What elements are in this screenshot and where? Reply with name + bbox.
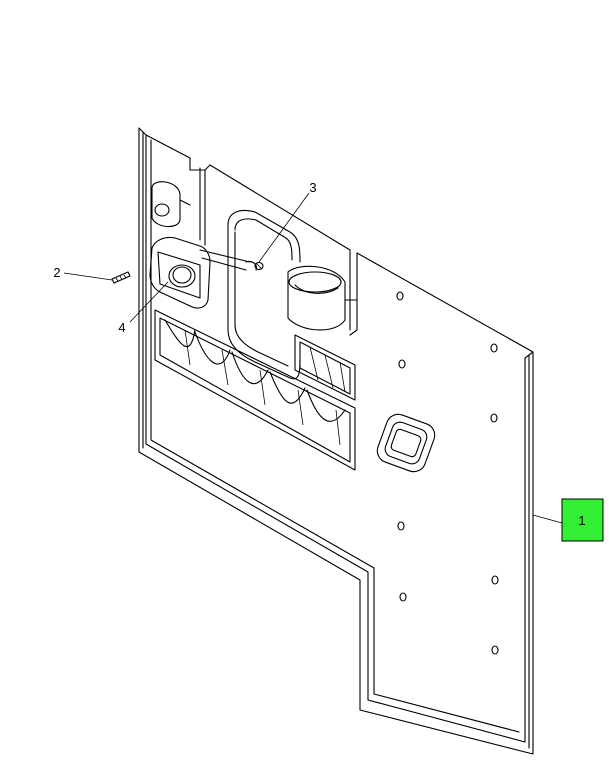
leader-3 — [258, 192, 310, 263]
callout-4[interactable]: 4 — [118, 320, 125, 335]
callout-3-label: 3 — [309, 180, 316, 195]
door-panel — [138, 127, 534, 755]
callout-1-highlight — [561, 498, 604, 542]
fastener-holes — [396, 291, 499, 655]
leader-lines — [63, 192, 563, 524]
speaker-grille — [154, 309, 356, 471]
switch-bezel — [376, 413, 436, 473]
leader-4 — [129, 281, 169, 323]
callout-2[interactable]: 2 — [53, 265, 60, 280]
screw-item-2 — [111, 271, 131, 284]
callout-2-label: 2 — [53, 265, 60, 280]
screw-item-3 — [254, 261, 264, 271]
pull-cup — [287, 265, 358, 331]
latch-assembly — [149, 236, 264, 309]
callout-1[interactable]: 1 — [561, 498, 604, 542]
callout-3[interactable]: 3 — [309, 180, 316, 195]
handle-bracket — [227, 209, 301, 380]
armrest-vent — [294, 334, 356, 401]
leader-2 — [63, 272, 113, 281]
callout-1-label: 1 — [578, 513, 585, 528]
callout-4-label: 4 — [118, 320, 125, 335]
leader-1 — [532, 514, 563, 524]
